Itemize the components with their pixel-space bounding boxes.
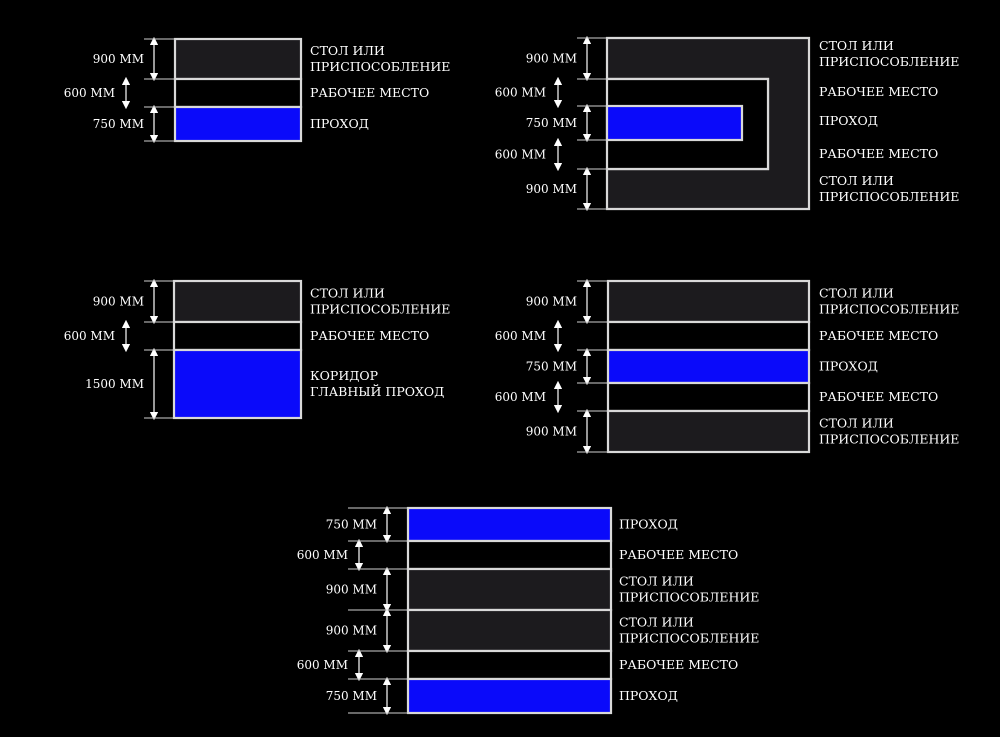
workplace-zone (406, 649, 613, 681)
workplace-zone (406, 539, 613, 571)
dimension-label: 900 ММ (93, 52, 144, 66)
workplace-label: РАБОЧЕЕ МЕСТО (819, 328, 938, 343)
table-label: ПРИСПОСОБЛЕНИЕ (819, 54, 959, 69)
aisle-zone (605, 104, 744, 142)
table-zone (173, 37, 303, 81)
table-label: СТОЛ ИЛИ (819, 416, 894, 431)
table-label: СТОЛ ИЛИ (819, 38, 894, 53)
workplace-label: РАБОЧЕЕ МЕСТО (310, 85, 429, 100)
corridor-label: ГЛАВНЫЙ ПРОХОД (310, 383, 444, 399)
layout-back-to-back: 750 ММ ПРОХОД 600 ММ РАБОЧЕЕ МЕСТО 900 ММ СТО… (297, 505, 759, 716)
dimension-label: 600 ММ (495, 329, 546, 343)
table-zone (606, 279, 811, 324)
aisle-zone (406, 506, 613, 543)
workplace-zone (173, 77, 303, 109)
workplace-label: РАБОЧЕЕ МЕСТО (619, 657, 738, 672)
table-label: ПРИСПОСОБЛЕНИЕ (310, 302, 450, 317)
table-label: СТОЛ ИЛИ (310, 286, 385, 301)
dimension-label: 750 ММ (526, 360, 577, 374)
aisle-zone (606, 348, 811, 385)
dimension-label: 600 ММ (64, 86, 115, 100)
aisle-label: ПРОХОД (619, 688, 678, 703)
dimension-label: 600 ММ (64, 329, 115, 343)
aisle-label: ПРОХОД (619, 517, 678, 532)
table-zone (172, 279, 303, 324)
table-label: ПРИСПОСОБЛЕНИЕ (619, 590, 759, 605)
table-label: ПРИСПОСОБЛЕНИЕ (310, 59, 450, 74)
corridor-zone (172, 348, 303, 420)
workplace-label: РАБОЧЕЕ МЕСТО (619, 547, 738, 562)
workplace-zone (172, 320, 303, 352)
dimension-label: 750 ММ (326, 518, 377, 532)
dimension-label: 600 ММ (297, 658, 348, 672)
dimension-label: 900 ММ (526, 52, 577, 66)
dimension-label: 1500 ММ (85, 377, 144, 391)
aisle-zone (406, 677, 613, 715)
dimension-label: 900 ММ (326, 624, 377, 638)
aisle-label: ПРОХОД (310, 116, 369, 131)
dimension-label: 750 ММ (326, 689, 377, 703)
table-label: СТОЛ ИЛИ (819, 286, 894, 301)
dimension-label: 750 ММ (526, 116, 577, 130)
dimension-label: 600 ММ (495, 86, 546, 100)
dimension-label: 600 ММ (297, 548, 348, 562)
workplace-label: РАБОЧЕЕ МЕСТО (819, 84, 938, 99)
table-zone (406, 567, 613, 612)
table-label: ПРИСПОСОБЛЕНИЕ (819, 432, 959, 447)
workplace-label: РАБОЧЕЕ МЕСТО (819, 146, 938, 161)
table-label: ПРИСПОСОБЛЕНИЕ (819, 189, 959, 204)
dimension-label: 900 ММ (326, 583, 377, 597)
table-label: СТОЛ ИЛИ (819, 173, 894, 188)
table-label: ПРИСПОСОБЛЕНИЕ (619, 631, 759, 646)
table-label: СТОЛ ИЛИ (310, 43, 385, 58)
workplace-label: РАБОЧЕЕ МЕСТО (819, 389, 938, 404)
dimension-label: 750 ММ (93, 117, 144, 131)
corridor-label: КОРИДОР (310, 368, 378, 383)
aisle-zone (173, 105, 303, 143)
dimension-label: 600 ММ (495, 390, 546, 404)
workplace-label: РАБОЧЕЕ МЕСТО (310, 328, 429, 343)
dimension-label: 900 ММ (526, 295, 577, 309)
dimension-label: 900 ММ (526, 425, 577, 439)
dimension-label: 900 ММ (93, 295, 144, 309)
table-zone (406, 608, 613, 653)
table-label: СТОЛ ИЛИ (619, 574, 694, 589)
table-zone (606, 409, 811, 454)
aisle-label: ПРОХОД (819, 113, 878, 128)
dimension-label: 600 ММ (495, 148, 546, 162)
table-label: ПРИСПОСОБЛЕНИЕ (819, 302, 959, 317)
workplace-zone (606, 381, 811, 413)
dimension-label: 900 ММ (526, 182, 577, 196)
workplace-zone (606, 320, 811, 352)
table-label: СТОЛ ИЛИ (619, 615, 694, 630)
aisle-label: ПРОХОД (819, 359, 878, 374)
